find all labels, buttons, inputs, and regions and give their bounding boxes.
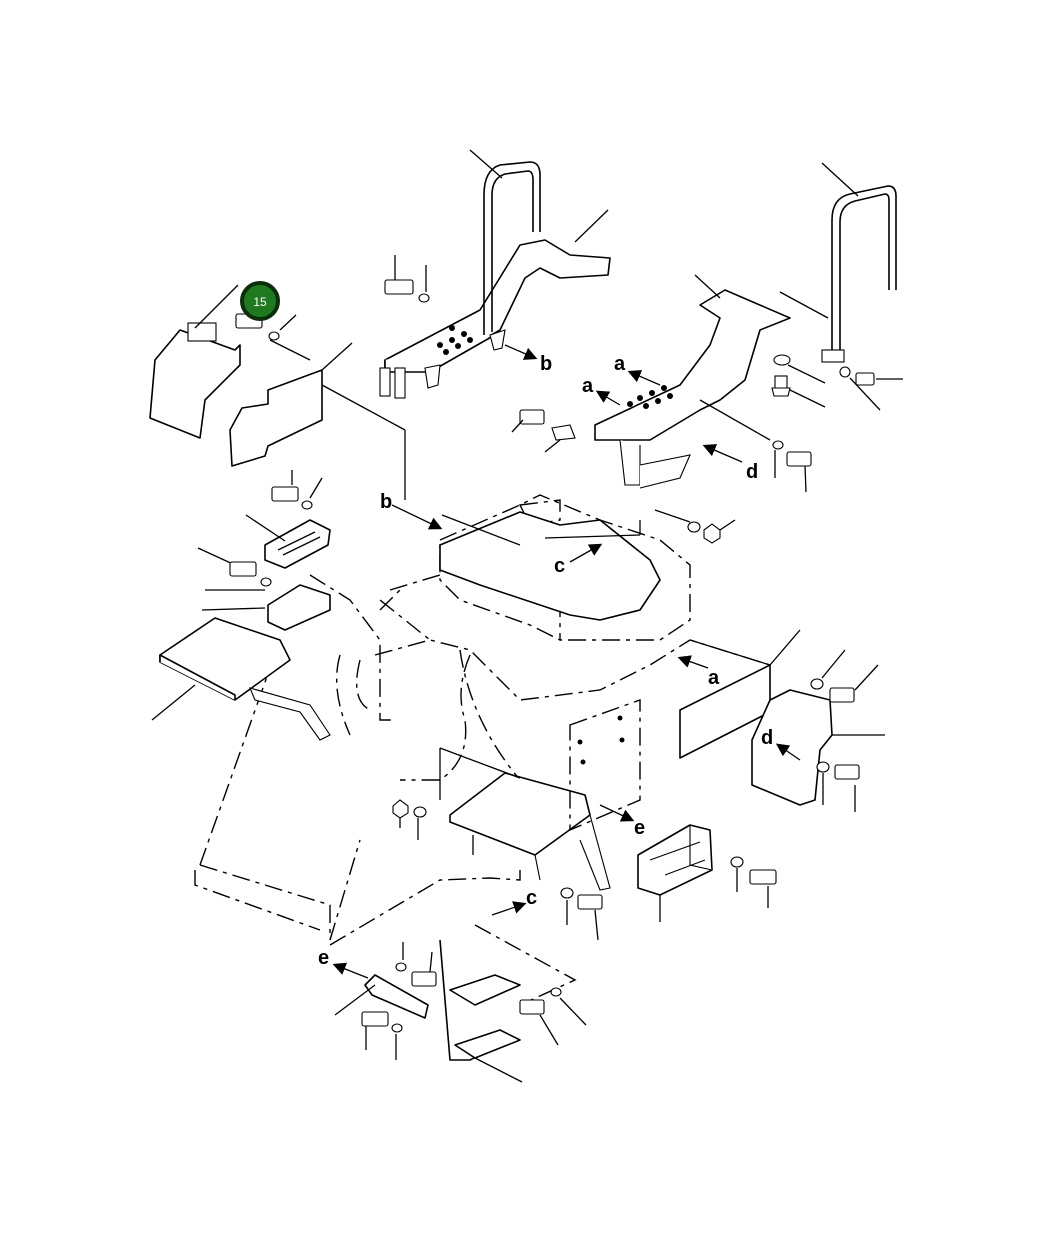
center-seat <box>439 747 611 891</box>
callout-badge[interactable] <box>240 281 280 321</box>
ref-label-d: d <box>761 727 773 749</box>
ref-label-a: a <box>708 667 720 689</box>
ref-label-b: b <box>380 491 392 513</box>
upper-left-cover <box>149 284 241 439</box>
ref-label-e: e <box>634 817 645 839</box>
right-bracket-hardware <box>511 399 812 544</box>
seat-base <box>439 511 661 621</box>
ref-label-c: c <box>554 555 565 577</box>
right-cover <box>751 689 885 806</box>
right-hardware <box>771 354 903 411</box>
right-panel-plate <box>569 629 801 832</box>
right-step-bracket <box>594 274 829 489</box>
ref-label-b: b <box>540 353 552 375</box>
central-frame <box>194 494 771 946</box>
ref-label-a: a <box>582 375 594 397</box>
bottom-step-ladder <box>439 924 577 1083</box>
ref-label-c: c <box>526 887 537 909</box>
center-hardware <box>392 799 603 941</box>
control-box <box>637 824 777 922</box>
reference-letters: b a a d b c a d e c e <box>318 353 773 969</box>
left-step-upper <box>245 514 331 569</box>
ref-label-d: d <box>746 461 758 483</box>
callout-15[interactable]: 15 <box>240 281 280 321</box>
top-step-bracket <box>379 239 611 399</box>
left-handrail <box>469 149 609 335</box>
ref-label-a: a <box>614 353 626 375</box>
upper-left-plate <box>229 339 353 467</box>
reference-arrows <box>321 344 801 979</box>
ref-label-e: e <box>318 947 329 969</box>
bottom-hardware <box>361 942 587 1060</box>
left-seat <box>151 617 331 741</box>
right-handrail <box>821 162 897 363</box>
callout-number: 15 <box>253 295 267 309</box>
right-cover-hardware <box>810 649 879 812</box>
left-hardware <box>229 470 323 587</box>
bottom-left-plate <box>334 974 429 1019</box>
left-step-lower <box>197 547 331 631</box>
